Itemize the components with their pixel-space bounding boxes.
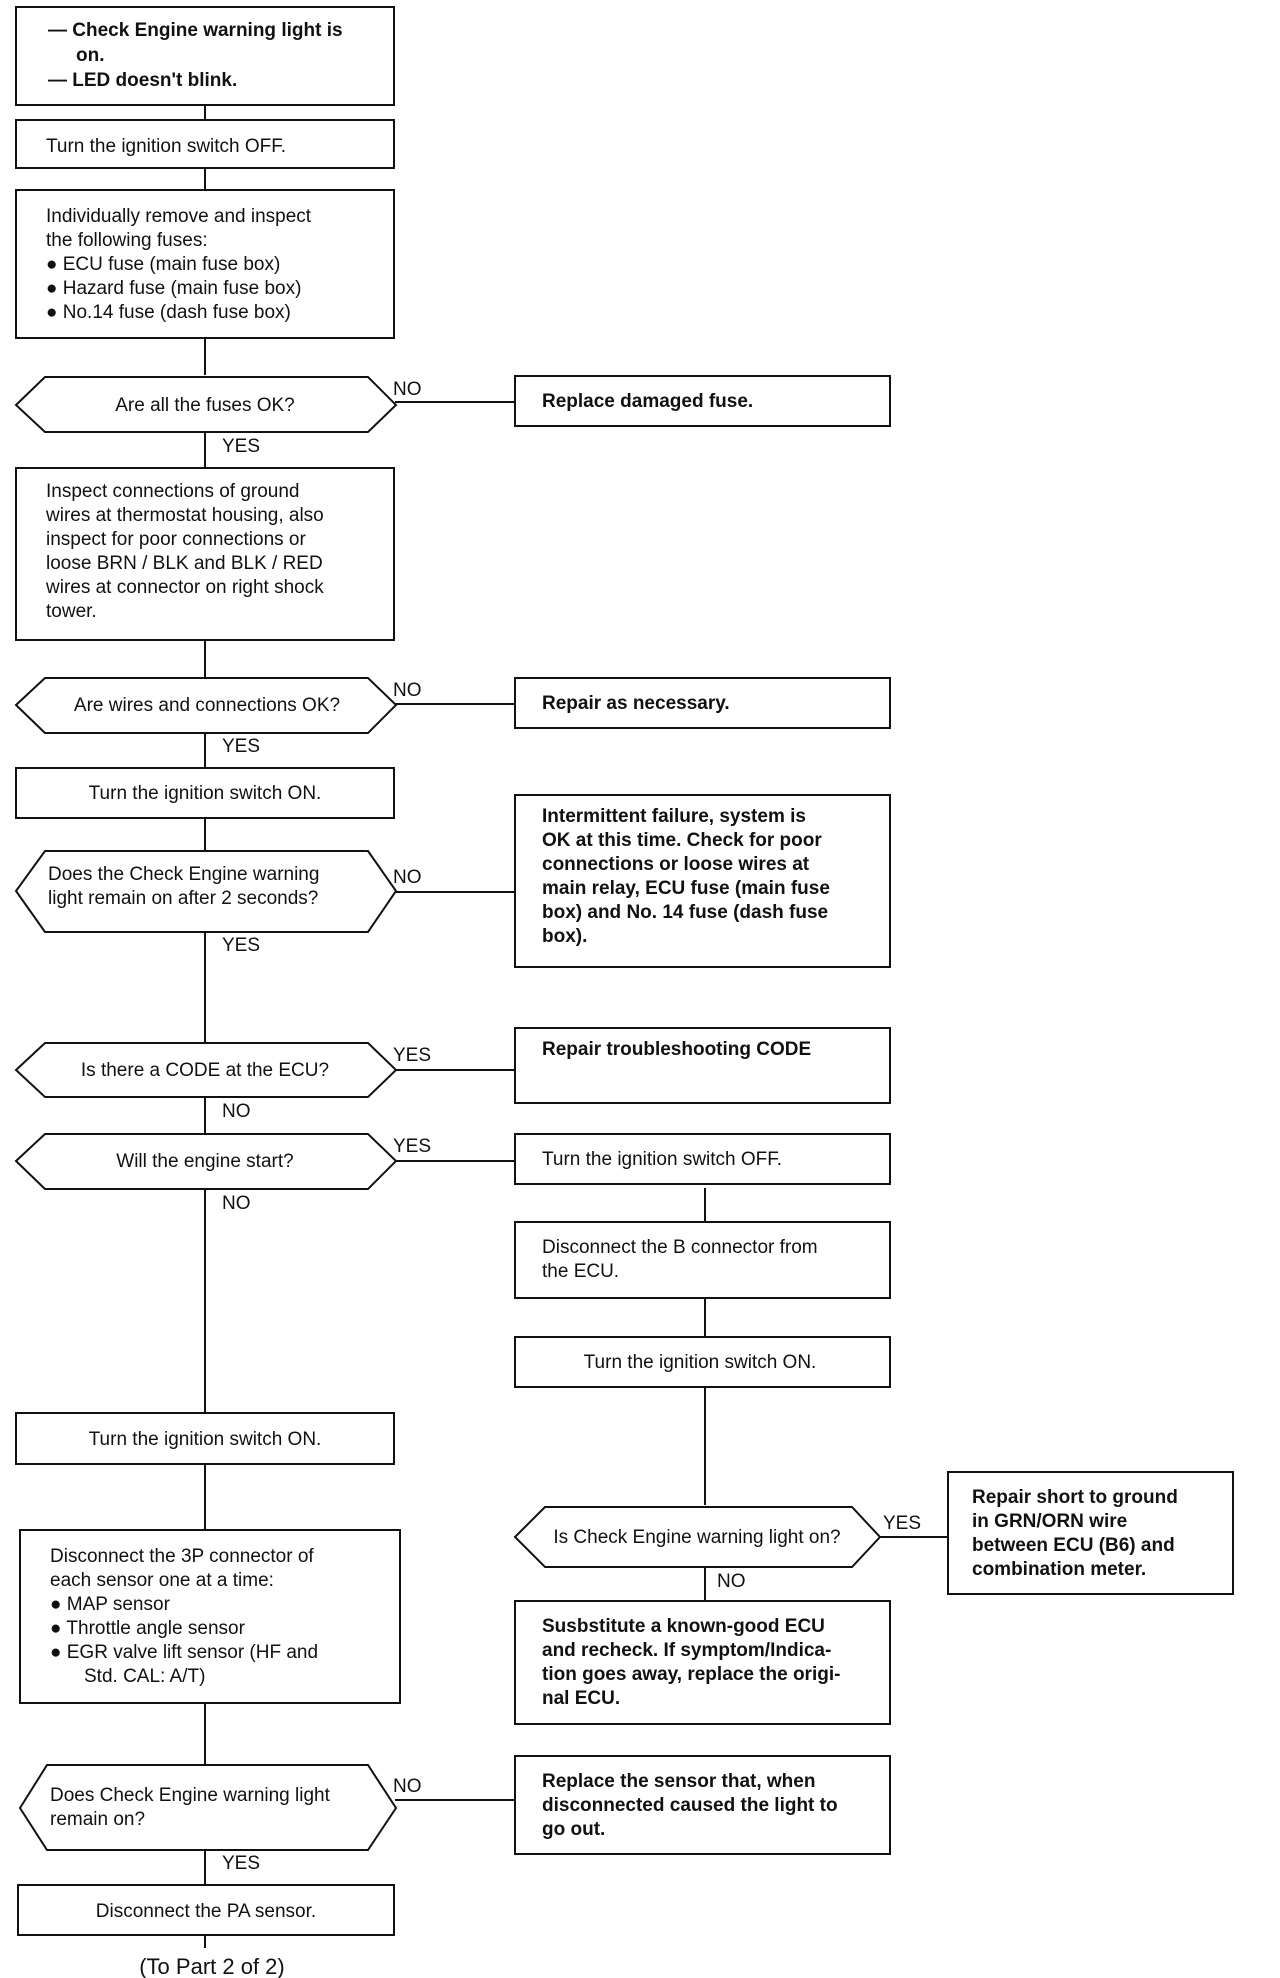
branch-label-no: NO (717, 1571, 746, 1592)
node-text-q-remain2: Does Check Engine warning light remain o… (50, 1785, 335, 1830)
decision-shape (14, 1133, 398, 1190)
node-text-replace-fuse: Replace damaged fuse. (542, 391, 753, 412)
step-box (15, 1412, 395, 1465)
branch-label-no: NO (222, 1193, 251, 1214)
branch-label-yes: YES (393, 1136, 431, 1157)
step-box (514, 1755, 891, 1855)
node-text-substitute: Susbstitute a known-good ECU and recheck… (542, 1616, 846, 1709)
step-box (514, 1336, 891, 1388)
node-text-q-light-on: Is Check Engine warning light on? (553, 1527, 840, 1548)
step-box (17, 1884, 395, 1936)
node-text-ign-on-1: Turn the ignition switch ON. (89, 783, 322, 804)
connector-lines (204, 105, 948, 1948)
branch-label-yes: YES (222, 436, 260, 457)
node-text-inspect-fuses: Individually remove and inspect the foll… (46, 206, 316, 323)
branch-label-yes: YES (883, 1513, 921, 1534)
node-text-repair: Repair as necessary. (542, 693, 730, 714)
branch-label-no: NO (393, 680, 422, 701)
step-box (514, 1133, 891, 1185)
step-box (15, 467, 395, 641)
branch-label-yes: YES (222, 1853, 260, 1874)
branch-label-yes: YES (222, 736, 260, 757)
step-box (15, 6, 395, 106)
continuation-note: (To Part 2 of 2) (139, 1954, 285, 1978)
decision-shape (14, 376, 398, 433)
step-box (514, 677, 891, 729)
step-box (514, 375, 891, 427)
node-text-repair-short: Repair short to ground in GRN/ORN wire b… (972, 1487, 1183, 1580)
node-text-ign-on-2: Turn the ignition switch ON. (584, 1352, 817, 1373)
node-text-intermittent: Intermittent failure, system is OK at th… (542, 806, 835, 947)
node-text-disc-b: Disconnect the B connector from the ECU. (542, 1237, 823, 1282)
decision-shape (513, 1506, 882, 1568)
step-box (514, 794, 891, 968)
step-box (514, 1600, 891, 1725)
branch-label-no: NO (222, 1101, 251, 1122)
node-text-disc-pa: Disconnect the PA sensor. (96, 1901, 316, 1922)
step-box (947, 1471, 1234, 1595)
node-text-q-start: Will the engine start? (116, 1151, 293, 1172)
node-text-replace-sensor: Replace the sensor that, when disconnect… (542, 1771, 843, 1840)
node-text-q-wires: Are wires and connections OK? (74, 695, 340, 716)
step-box (514, 1221, 891, 1299)
decision-shape (18, 1764, 398, 1851)
step-box (19, 1529, 401, 1704)
decision-shape (14, 850, 398, 933)
node-text-ign-on-3: Turn the ignition switch ON. (89, 1429, 322, 1450)
step-box (15, 119, 395, 169)
node-text-disc-3p: Disconnect the 3P connector of each sens… (50, 1546, 323, 1687)
node-text-q-fuses: Are all the fuses OK? (115, 395, 295, 416)
node-text-repair-code: Repair troubleshooting CODE (542, 1039, 811, 1060)
branch-label-yes: YES (222, 935, 260, 956)
branch-label-no: NO (393, 1776, 422, 1797)
node-text-inspect-wires: Inspect connections of ground wires at t… (45, 481, 329, 622)
node-text-start: — Check Engine warning light is on. — LE… (48, 20, 348, 91)
branch-label-yes: YES (393, 1045, 431, 1066)
decision-shape (14, 1042, 398, 1098)
branch-label-no: NO (393, 379, 422, 400)
decision-shape (14, 677, 398, 734)
node-text-q-code: Is there a CODE at the ECU? (81, 1060, 329, 1081)
node-text-q-remain: Does the Check Engine warning light rema… (48, 864, 325, 909)
node-text-ign-off-1: Turn the ignition switch OFF. (46, 136, 286, 157)
step-box (15, 767, 395, 819)
step-box (514, 1027, 891, 1104)
step-box (15, 189, 395, 339)
node-text-ign-off-2: Turn the ignition switch OFF. (542, 1149, 782, 1170)
branch-label-no: NO (393, 867, 422, 888)
